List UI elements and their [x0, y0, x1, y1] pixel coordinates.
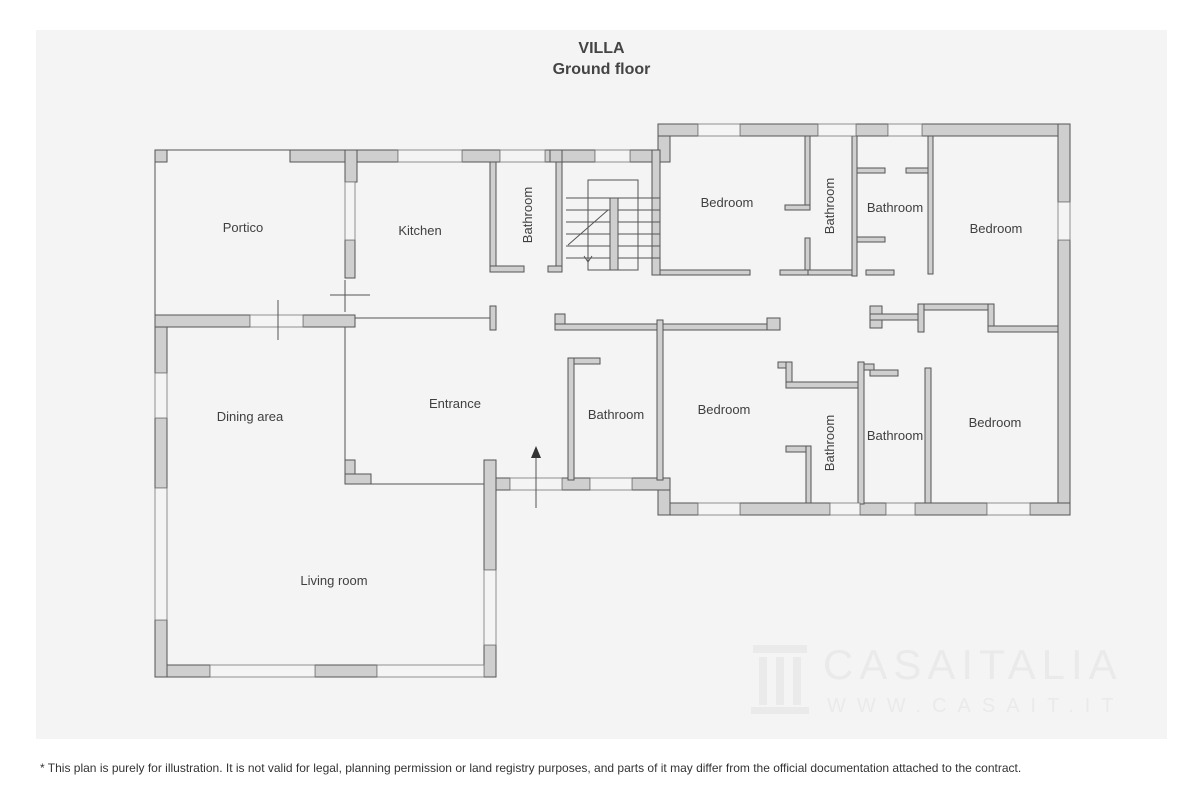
label-bedroom-top1: Bedroom	[701, 195, 754, 210]
label-bedroom-bot1: Bedroom	[698, 402, 751, 417]
plan-title: VILLA Ground floor	[36, 38, 1167, 80]
label-bedroom-top2: Bedroom	[970, 221, 1023, 236]
disclaimer-text: * This plan is purely for illustration. …	[40, 761, 1022, 775]
watermark-name: CASAITALIA	[823, 641, 1123, 688]
label-bedroom-bot2: Bedroom	[969, 415, 1022, 430]
label-kitchen: Kitchen	[398, 223, 441, 238]
label-bathroom-bot: Bathroom	[867, 428, 923, 443]
label-living: Living room	[300, 573, 367, 588]
walls	[154, 123, 1071, 678]
watermark-url: WWW.CASAIT.IT	[827, 695, 1125, 717]
label-bathroom-bot-vert: Bathroom	[822, 415, 837, 471]
label-bathroom-stair: Bathroom	[520, 187, 535, 243]
label-bathroom-top-vert: Bathroom	[822, 178, 837, 234]
casaitalia-watermark: CASAITALIA WWW.CASAIT.IT	[745, 635, 1125, 725]
label-portico: Portico	[223, 220, 263, 235]
label-bathroom-mid: Bathroom	[588, 407, 644, 422]
plan-title-line2: Ground floor	[552, 61, 651, 78]
plan-title-line1: VILLA	[578, 40, 625, 57]
thin-lines	[154, 123, 1071, 678]
label-entrance: Entrance	[429, 396, 481, 411]
floor-plan-frame: VILLA Ground floor	[36, 30, 1167, 739]
column-logo-icon	[751, 645, 809, 714]
label-dining: Dining area	[217, 409, 284, 424]
room-labels: Portico Kitchen Bathroom Bedroom Bathroo…	[217, 178, 1023, 588]
label-bathroom-top: Bathroom	[867, 200, 923, 215]
